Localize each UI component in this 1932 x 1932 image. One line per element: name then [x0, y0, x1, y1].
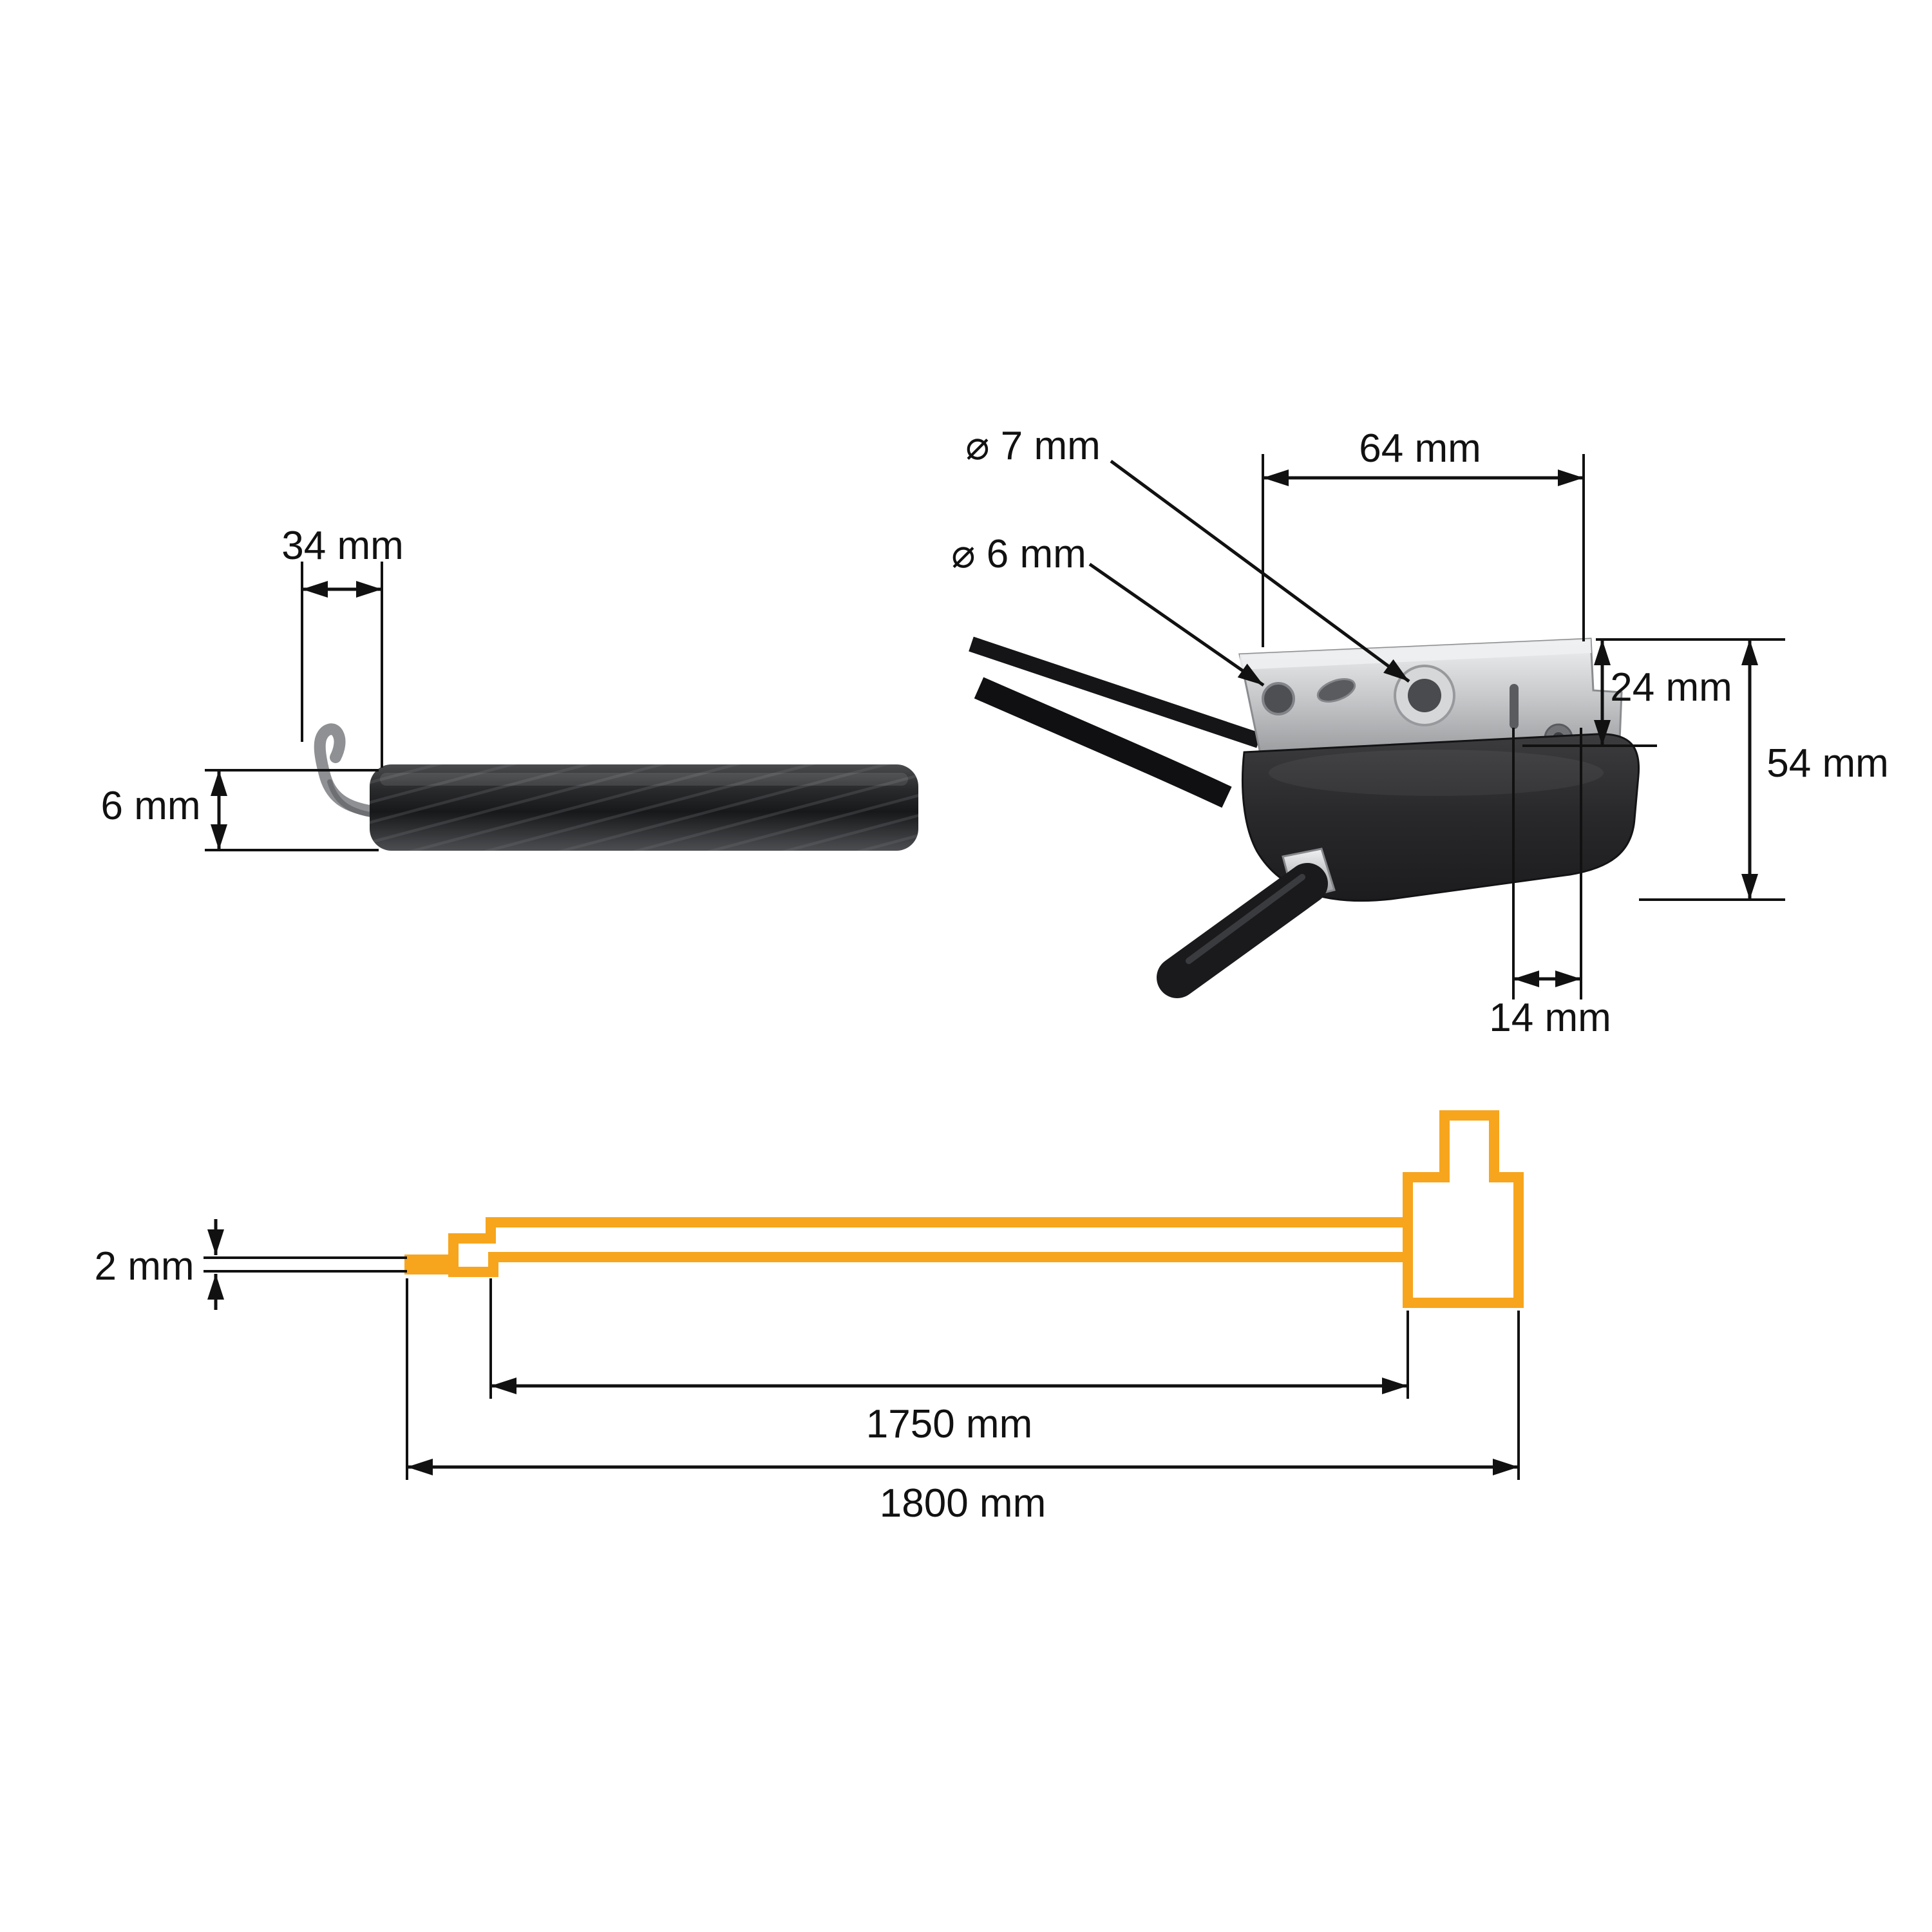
label-hole-large: ⌀ 7 mm [965, 424, 1101, 468]
cable-schematic-drawing [404, 1110, 1524, 1308]
label-hook-length: 34 mm [281, 524, 404, 568]
handle-assembly-detail [969, 636, 1640, 998]
label-slot-offset: 14 mm [1489, 996, 1611, 1040]
hole-7mm [1408, 679, 1441, 712]
hole-6mm [1262, 682, 1295, 715]
bracket-top-fold [1240, 639, 1591, 670]
schematic-sheath-outline [404, 1217, 1408, 1277]
dimension-annotations [204, 454, 1785, 1480]
cable-end-rod-highlight [1186, 874, 1305, 964]
leader-6mm [1088, 562, 1265, 687]
plastic-handle [1242, 733, 1640, 902]
label-top-to-hole: 24 mm [1610, 665, 1732, 710]
label-hole-small: ⌀ 6 mm [951, 532, 1086, 576]
leader-7mm [1110, 459, 1410, 683]
outer-cable-lower [974, 677, 1232, 808]
cable-end-detail [314, 723, 918, 851]
slot-hole [1316, 678, 1356, 703]
handle-sheen [1269, 750, 1604, 796]
label-bracket-height: 54 mm [1766, 741, 1889, 786]
label-total-length: 1800 mm [879, 1481, 1046, 1526]
label-inner-cable-diameter: 2 mm [94, 1244, 194, 1289]
schematic-handle-outline [1403, 1110, 1524, 1308]
label-sheath-length: 1750 mm [866, 1402, 1033, 1446]
outer-cable-upper [969, 636, 1262, 748]
label-bracket-width: 64 mm [1359, 426, 1481, 471]
plate-slot [1510, 684, 1519, 729]
cable-end-rod [1157, 863, 1328, 998]
cable-sheath-highlight [380, 773, 908, 786]
cable-sheath-texture [370, 764, 918, 851]
label-sheath-diameter: 6 mm [100, 784, 201, 828]
